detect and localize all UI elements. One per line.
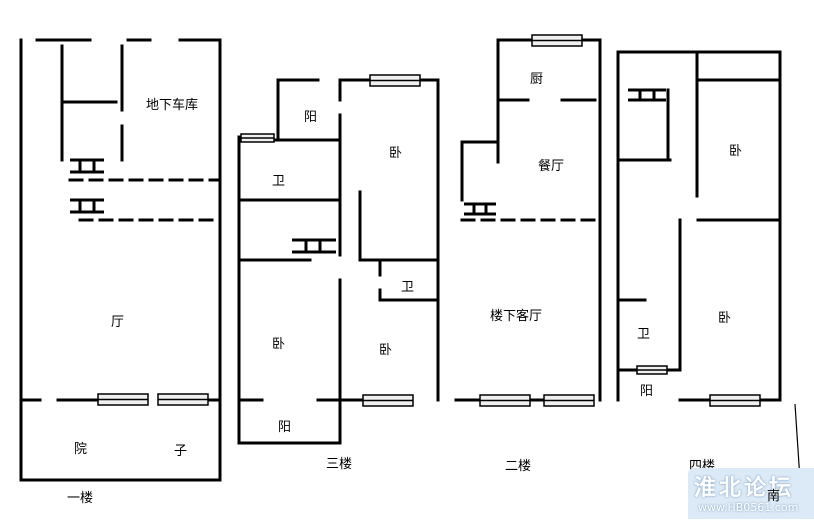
room-label-bedroom-left: 卧 [272, 337, 286, 352]
watermark-url: www.HB0561.com [698, 501, 799, 514]
room-label-bath-top: 卫 [272, 174, 286, 189]
room-label-balcony-bottom: 阳 [278, 420, 292, 435]
room-label-yard-2: 子 [174, 444, 188, 459]
compass-south-label: 南 [767, 489, 781, 504]
room-label-balcony: 阳 [640, 384, 654, 399]
window [362, 394, 414, 407]
room-label-bath: 卫 [637, 327, 651, 342]
window [479, 394, 531, 407]
floor1-caption: 一楼 [67, 491, 94, 506]
floor2-caption: 二楼 [505, 459, 532, 474]
room-label-living: 楼下客厅 [490, 309, 543, 324]
room-label-bath-mid: 卫 [401, 280, 415, 295]
room-label-garage: 地下车库 [146, 98, 199, 113]
floor4-walls [616, 50, 782, 402]
floor2-walls [454, 38, 602, 402]
room-label-kitchen: 厨 [530, 72, 544, 87]
room-label-dining: 餐厅 [538, 159, 565, 174]
windows [97, 34, 761, 407]
floor3-walls [237, 78, 440, 445]
stair-symbol [70, 158, 104, 174]
window [636, 365, 668, 375]
room-label-bedroom-top: 卧 [729, 144, 743, 159]
stairs-symbols [70, 88, 666, 254]
forum-watermark: 淮北论坛 www.HB0561.com [688, 468, 814, 519]
window [543, 394, 595, 407]
floor3-caption: 三楼 [326, 457, 353, 472]
stair-symbol [292, 238, 336, 254]
window [240, 133, 275, 143]
stair-symbol [70, 198, 104, 214]
window [97, 393, 149, 406]
room-label-bedroom-right: 卧 [379, 343, 393, 358]
stair-symbol [628, 88, 666, 102]
room-label-bedroom-bottom: 卧 [718, 311, 732, 326]
room-label-yard-1: 院 [74, 442, 88, 457]
stair-symbol [464, 202, 496, 216]
window [531, 34, 583, 47]
window [369, 74, 421, 87]
room-label-bedroom-top: 卧 [389, 146, 403, 161]
window [709, 394, 761, 407]
room-label-balcony-top: 阳 [304, 110, 318, 125]
window [157, 393, 209, 406]
room-label-hall: 厅 [111, 315, 125, 330]
watermark-logo: 淮北论坛 [694, 476, 795, 501]
floor1-walls [19, 38, 222, 482]
